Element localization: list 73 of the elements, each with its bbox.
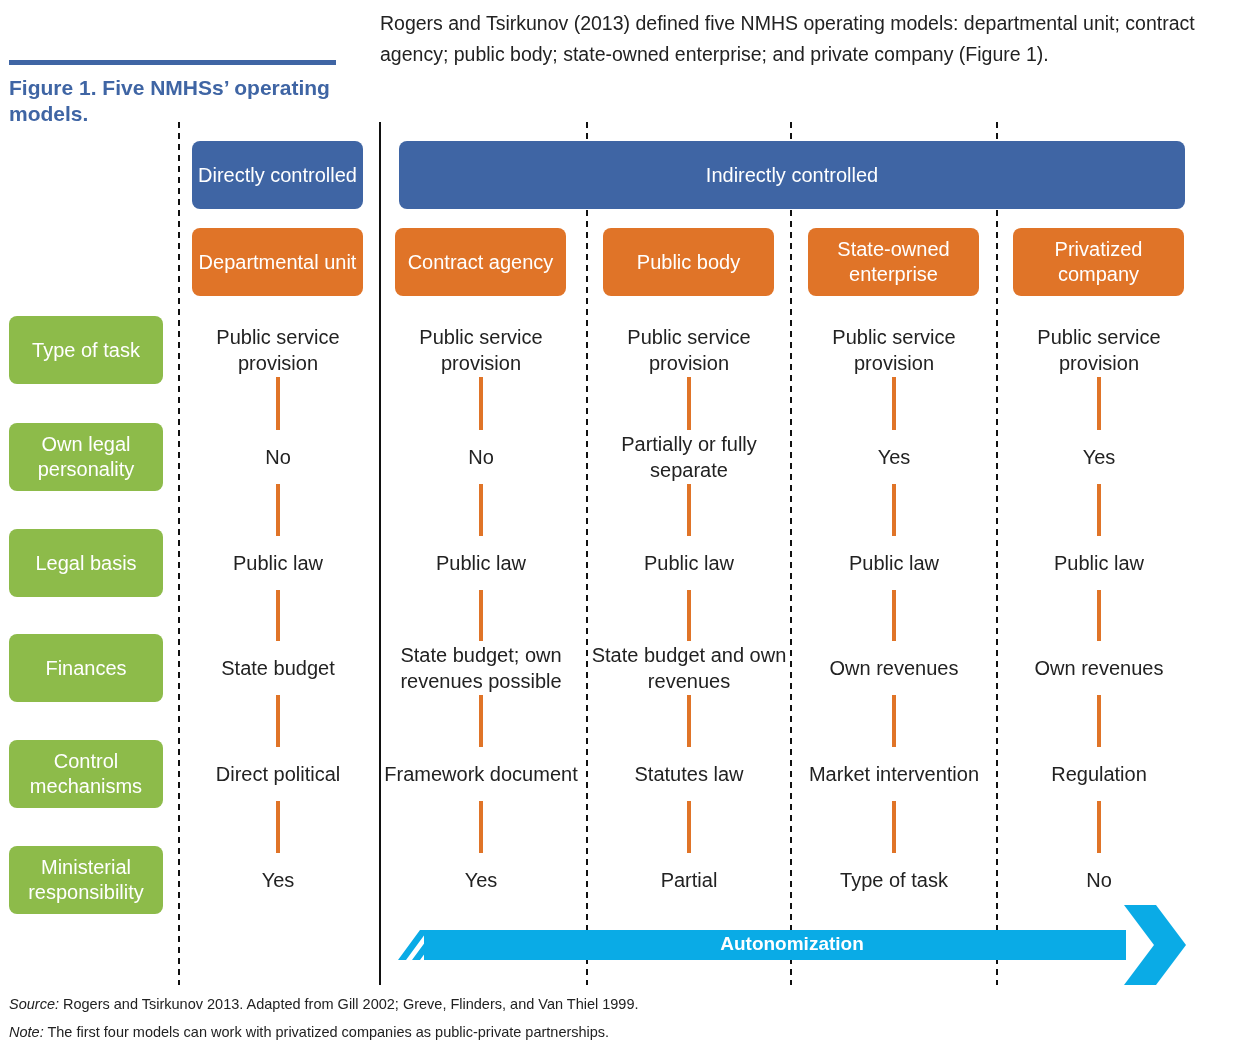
connector-line: [687, 801, 691, 853]
connector-line: [479, 377, 483, 430]
attribute-label: Own legal personality: [9, 423, 163, 491]
cell-text: Direct political: [178, 747, 378, 801]
cell-text: Partially or fully separate: [589, 430, 789, 484]
attribute-label: Ministerial responsibility: [9, 846, 163, 914]
connector-line: [276, 484, 280, 536]
connector-line: [1097, 695, 1101, 747]
connector-line: [1097, 484, 1101, 536]
cell-text: No: [178, 430, 378, 484]
cell-text: Partial: [589, 853, 789, 907]
connector-line: [687, 377, 691, 430]
model-header: State-owned enterprise: [808, 228, 979, 296]
cell-text: Public service provision: [381, 323, 581, 377]
cell-text: Regulation: [999, 747, 1199, 801]
cell-text: Public service provision: [178, 323, 378, 377]
cell-text: State budget and own revenues: [589, 641, 789, 695]
connector-line: [1097, 801, 1101, 853]
connector-line: [479, 590, 483, 641]
connector-line: [1097, 590, 1101, 641]
model-header: Privatized company: [1013, 228, 1184, 296]
cell-text: No: [999, 853, 1199, 907]
attribute-label: Legal basis: [9, 529, 163, 597]
connector-line: [892, 590, 896, 641]
cell-text: State budget; own revenues possible: [381, 641, 581, 695]
connector-line: [1097, 377, 1101, 430]
model-header: Departmental unit: [192, 228, 363, 296]
cell-text: Public law: [381, 536, 581, 590]
connector-line: [276, 377, 280, 430]
cell-text: State budget: [178, 641, 378, 695]
connector-line: [479, 484, 483, 536]
connector-line: [479, 695, 483, 747]
group-header: Indirectly controlled: [399, 141, 1185, 209]
figure-title: Figure 1. Five NMHSs’ operating models.: [9, 75, 331, 127]
connector-line: [892, 801, 896, 853]
connector-line: [892, 484, 896, 536]
cell-text: Yes: [178, 853, 378, 907]
intro-paragraph: Rogers and Tsirkunov (2013) defined five NMHS operating models: departmental unit; contract agency; public body; state-owned enterprise; and private company (Figure 1).: [380, 11, 1196, 67]
cell-text: Public law: [589, 536, 789, 590]
footnote: Note: The first four models can work with privatized companies as public-private partnerships.: [9, 1023, 611, 1040]
cell-text: Own revenues: [999, 641, 1199, 695]
model-header: Public body: [603, 228, 774, 296]
cell-text: Yes: [999, 430, 1199, 484]
cell-text: Public service provision: [794, 323, 994, 377]
source-note: Source: Rogers and Tsirkunov 2013. Adapted from Gill 2002; Greve, Flinders, and Van Thiel 1999.: [9, 995, 640, 1014]
cell-text: Public service provision: [999, 323, 1199, 377]
attribute-label: Control mechanisms: [9, 740, 163, 808]
attribute-label: Type of task: [9, 316, 163, 384]
cell-text: Public law: [999, 536, 1199, 590]
cell-text: Framework document: [381, 747, 581, 801]
cell-text: Public service provision: [589, 323, 789, 377]
model-header: Contract agency: [395, 228, 566, 296]
cell-text: Yes: [381, 853, 581, 907]
connector-line: [687, 484, 691, 536]
cell-text: Own revenues: [794, 641, 994, 695]
cell-text: Statutes law: [589, 747, 789, 801]
connector-line: [687, 590, 691, 641]
cell-text: Yes: [794, 430, 994, 484]
connector-line: [892, 377, 896, 430]
connector-line: [276, 590, 280, 641]
cell-text: Type of task: [794, 853, 994, 907]
cell-text: Public law: [794, 536, 994, 590]
connector-line: [892, 695, 896, 747]
cell-text: Public law: [178, 536, 378, 590]
connector-line: [276, 801, 280, 853]
connector-line: [479, 801, 483, 853]
cell-text: Market intervention: [794, 747, 994, 801]
cell-text: No: [381, 430, 581, 484]
attribute-label: Finances: [9, 634, 163, 702]
connector-line: [687, 695, 691, 747]
connector-line: [276, 695, 280, 747]
group-header: Directly controlled: [192, 141, 363, 209]
arrow-label: Autonomization: [720, 933, 864, 955]
